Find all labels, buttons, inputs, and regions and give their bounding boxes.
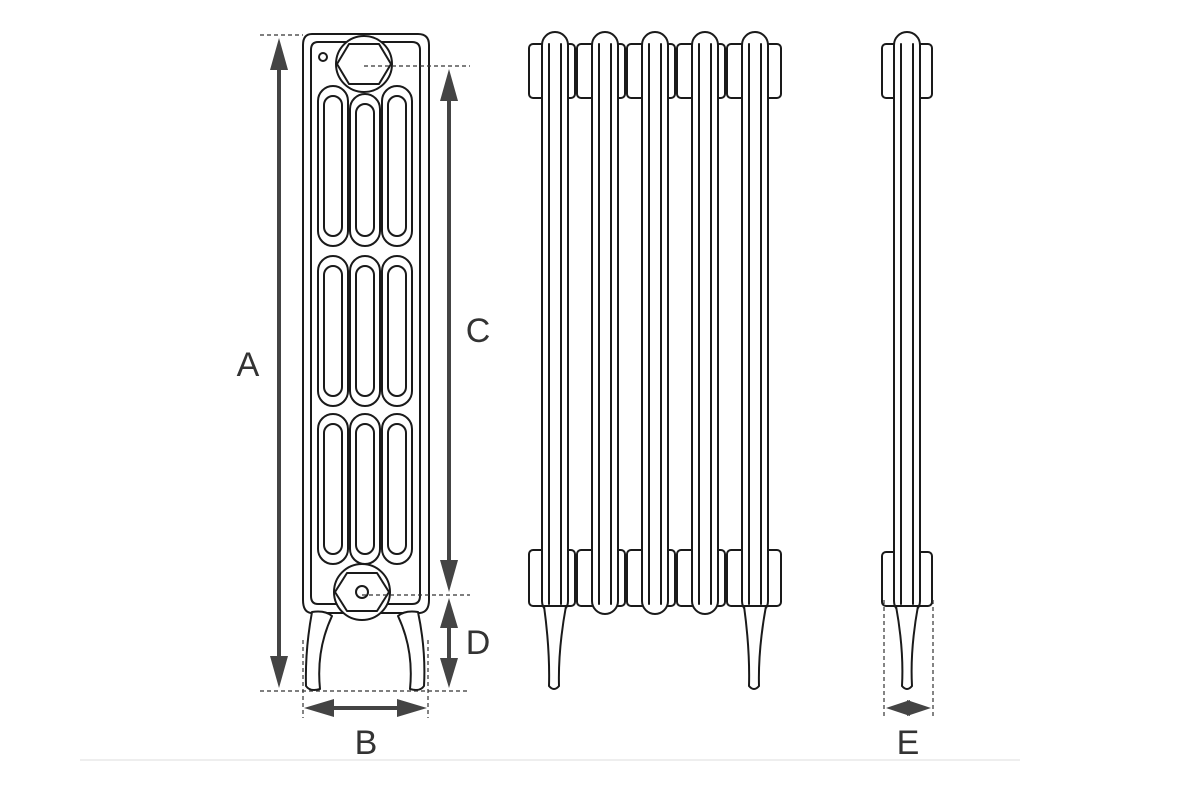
right-foot	[397, 610, 426, 691]
front-inner-frame	[310, 41, 421, 605]
tube-inner	[323, 265, 343, 397]
front-columns	[317, 85, 413, 565]
tube-segment	[349, 255, 381, 407]
tube-inner	[387, 265, 407, 397]
dimension-c: C	[440, 69, 490, 592]
left-foot	[304, 610, 333, 691]
tube-segment	[381, 85, 413, 247]
tube-segment	[317, 413, 349, 565]
side-view	[528, 31, 782, 690]
label-e: E	[897, 724, 920, 762]
side-left-leg	[543, 605, 567, 690]
dimension-d: D	[440, 598, 490, 688]
label-b: B	[355, 724, 378, 762]
tube-segment	[317, 85, 349, 247]
end-leg	[895, 605, 919, 690]
tube-inner	[355, 265, 375, 397]
tube-inner	[387, 95, 407, 237]
tube-inner	[323, 95, 343, 237]
dimension-e: E	[886, 700, 931, 762]
front-outer-frame	[302, 33, 430, 614]
tube-segment	[349, 93, 381, 247]
label-c: C	[466, 312, 491, 350]
label-a: A	[237, 346, 260, 384]
tube-inner	[323, 423, 343, 555]
front-view	[302, 33, 430, 691]
tube-segment	[349, 413, 381, 565]
tube-segment	[317, 255, 349, 407]
vent-hole	[318, 52, 328, 62]
dimension-guides	[260, 34, 934, 718]
end-view	[881, 31, 933, 690]
side-columns	[541, 31, 769, 615]
tube-inner	[355, 423, 375, 555]
tube-segment	[381, 255, 413, 407]
tube-inner	[355, 103, 375, 237]
end-column	[893, 31, 921, 615]
label-d: D	[466, 624, 491, 662]
top-hex-plug	[335, 35, 393, 93]
bottom-hex-plug	[333, 563, 391, 621]
side-right-leg	[743, 605, 767, 690]
tube-segment	[381, 413, 413, 565]
dimension-a: A	[237, 38, 288, 688]
tube-inner	[387, 423, 407, 555]
dimension-b: B	[304, 699, 427, 762]
